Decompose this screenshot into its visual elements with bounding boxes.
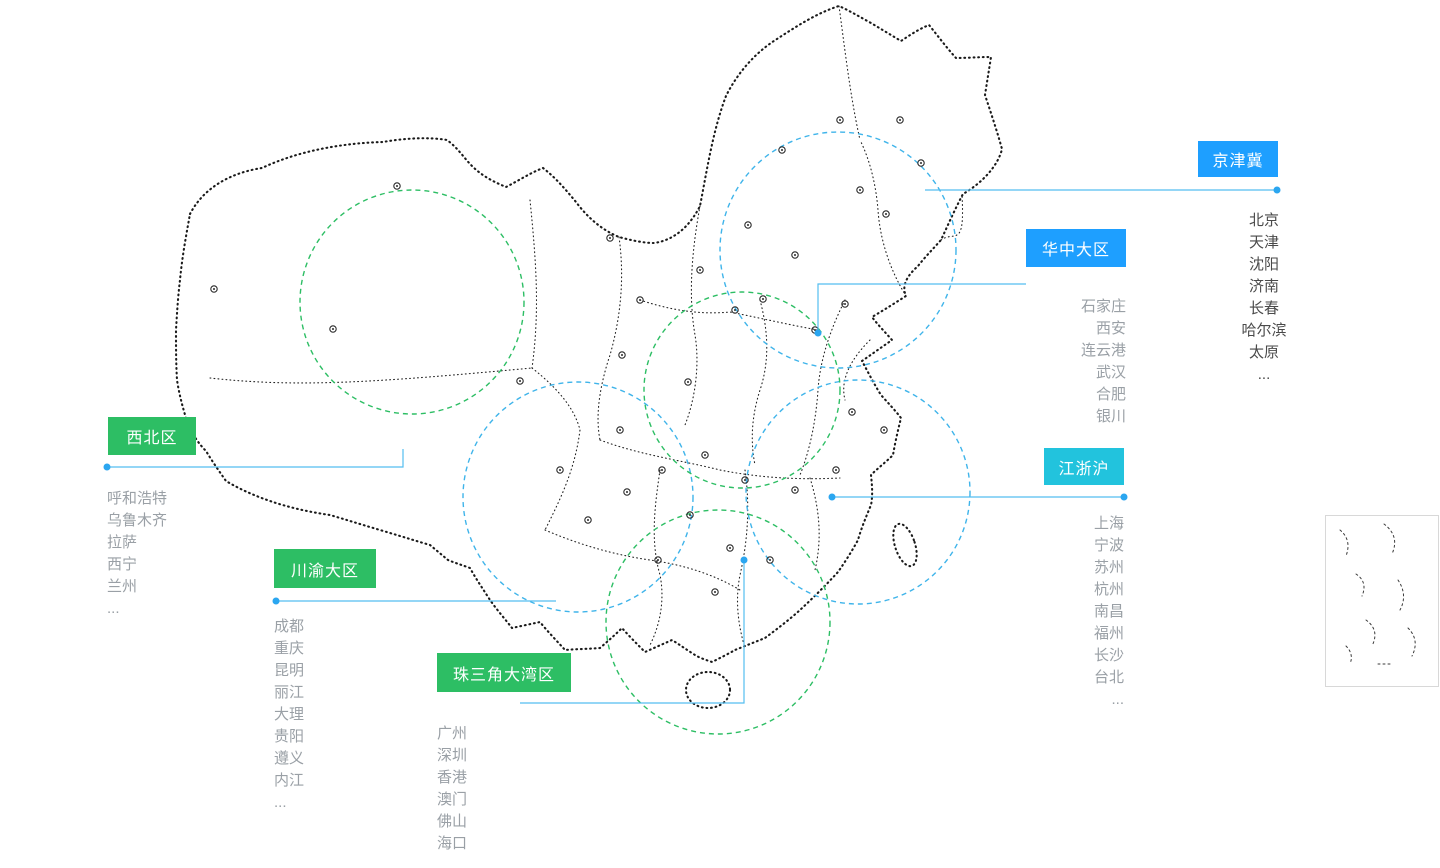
city-item: ... bbox=[1257, 366, 1271, 383]
city-item: 内江 bbox=[274, 772, 305, 789]
city-item: 深圳 bbox=[437, 747, 468, 764]
city-item: ... bbox=[107, 600, 120, 617]
city-item: 拉萨 bbox=[107, 534, 138, 551]
region-label-zhusanjiao[interactable]: 珠三角大湾区 bbox=[437, 653, 571, 692]
city-list-xibei: 呼和浩特乌鲁木齐拉萨西宁兰州... bbox=[107, 488, 167, 620]
city-item: 长春 bbox=[1248, 300, 1279, 317]
city-item: 海口 bbox=[437, 835, 468, 852]
city-item: 济南 bbox=[1248, 278, 1279, 295]
city-item: 太原 bbox=[1248, 344, 1279, 361]
city-item: 石家庄 bbox=[1080, 298, 1126, 315]
city-item: 苏州 bbox=[1093, 559, 1124, 576]
city-item: 武汉 bbox=[1095, 364, 1126, 381]
region-label-xibei[interactable]: 西北区 bbox=[108, 417, 196, 455]
city-item: 成都 bbox=[274, 618, 305, 635]
city-item: 杭州 bbox=[1093, 581, 1124, 598]
region-label-jingjinji[interactable]: 京津冀 bbox=[1198, 141, 1278, 177]
city-item: 西安 bbox=[1095, 320, 1126, 337]
city-item: 西宁 bbox=[107, 556, 138, 573]
city-item: 香港 bbox=[437, 769, 468, 786]
south-china-sea-inset-map bbox=[1325, 515, 1439, 687]
region-label-huazhong[interactable]: 华中大区 bbox=[1026, 229, 1126, 267]
city-item: ... bbox=[1111, 691, 1124, 708]
city-list-zhusanjiao: 广州深圳香港澳门佛山海口... bbox=[437, 723, 467, 868]
city-item: 长沙 bbox=[1093, 647, 1124, 664]
connector-lines bbox=[107, 189, 1277, 704]
inset-map-svg bbox=[1339, 523, 1416, 665]
city-item: 银川 bbox=[1095, 408, 1126, 425]
city-item: 上海 bbox=[1093, 515, 1124, 532]
city-item: 贵阳 bbox=[274, 728, 305, 745]
city-item: 连云港 bbox=[1080, 342, 1126, 359]
city-item: 天津 bbox=[1248, 234, 1279, 251]
city-item: 重庆 bbox=[274, 640, 305, 657]
province-borders bbox=[209, 5, 964, 649]
city-item: 兰州 bbox=[107, 578, 138, 595]
city-item: 宁波 bbox=[1093, 537, 1124, 554]
city-item: 北京 bbox=[1248, 212, 1279, 229]
city-item: 南昌 bbox=[1093, 603, 1124, 620]
city-item: 昆明 bbox=[274, 662, 305, 679]
connector-dots bbox=[103, 186, 1281, 605]
city-item: ... bbox=[274, 794, 287, 811]
city-list-chuanyu: 成都重庆昆明丽江大理贵阳遵义内江... bbox=[274, 616, 304, 814]
china-outline bbox=[174, 4, 1004, 710]
city-item: 丽江 bbox=[274, 684, 305, 701]
city-item: 台北 bbox=[1093, 669, 1124, 686]
city-item: 哈尔滨 bbox=[1241, 322, 1287, 339]
region-label-chuanyu[interactable]: 川渝大区 bbox=[274, 549, 376, 588]
city-item: 佛山 bbox=[437, 813, 468, 830]
city-list-jiangzhehu: 上海宁波苏州杭州南昌福州长沙台北... bbox=[1024, 513, 1124, 711]
city-list-huazhong: 石家庄西安连云港武汉合肥银川 bbox=[1026, 296, 1126, 428]
city-list-jingjinji: 北京天津沈阳济南长春哈尔滨太原... bbox=[1208, 210, 1320, 386]
city-item: 沈阳 bbox=[1248, 256, 1279, 273]
city-item: 大理 bbox=[274, 706, 305, 723]
city-item: 呼和浩特 bbox=[107, 490, 168, 507]
city-item: 广州 bbox=[437, 725, 468, 742]
city-item: 遵义 bbox=[274, 750, 305, 767]
city-item: 福州 bbox=[1093, 625, 1124, 642]
city-item: 澳门 bbox=[437, 791, 468, 808]
city-item: 合肥 bbox=[1095, 386, 1126, 403]
region-circles bbox=[299, 131, 971, 735]
city-item: 乌鲁木齐 bbox=[107, 512, 168, 529]
city-item: ... bbox=[437, 857, 450, 868]
city-markers bbox=[210, 116, 925, 596]
region-label-jiangzhehu[interactable]: 江浙沪 bbox=[1044, 448, 1124, 485]
